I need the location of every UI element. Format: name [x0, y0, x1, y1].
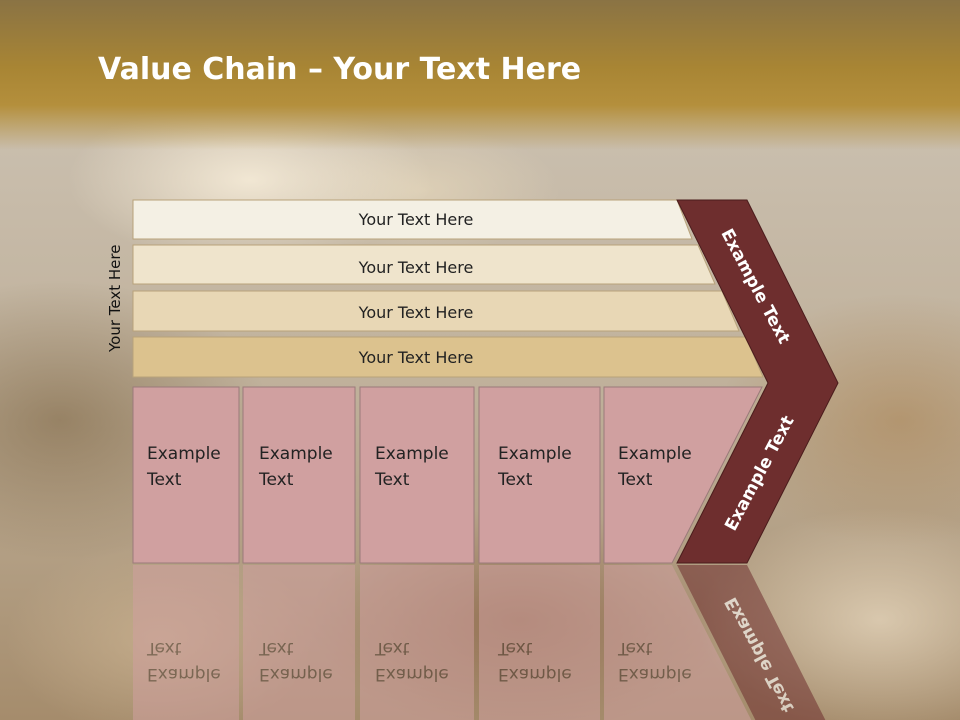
example-box-4-line1: Example — [498, 444, 572, 464]
reflection-text-1b: Text — [146, 638, 182, 658]
reflection-box-5 — [604, 565, 752, 720]
reflection-chevron — [677, 565, 826, 720]
bar-1 — [132, 199, 693, 240]
title-band — [0, 0, 960, 150]
example-box-1-line1: Example — [147, 444, 221, 464]
chevron-arrow — [676, 199, 839, 564]
example-box-3-line1: Example — [375, 444, 449, 464]
example-box-2 — [242, 386, 356, 564]
reflection: Example Text Example Text Example Text E… — [133, 565, 826, 720]
reflection-text-5b: Text — [617, 638, 653, 658]
example-box-2-line2: Text — [258, 470, 294, 490]
reflection-box-2 — [243, 565, 355, 720]
example-box-5-line1: Example — [618, 444, 692, 464]
reflection-text-5a: Example — [618, 664, 692, 684]
example-box-1 — [132, 386, 240, 564]
reflection-text-2a: Example — [259, 664, 333, 684]
example-box-4 — [478, 386, 601, 564]
title-rest: – Your Text Here — [297, 52, 582, 87]
example-box-4-line2: Text — [497, 470, 533, 490]
example-box-3 — [359, 386, 475, 564]
bar-2 — [132, 244, 716, 285]
example-box-5 — [603, 386, 763, 564]
reflection-text-1a: Example — [147, 664, 221, 684]
bar-2-label: Your Text Here — [358, 258, 474, 277]
bar-4-label: Your Text Here — [358, 348, 474, 367]
reflection-text-3a: Example — [375, 664, 449, 684]
reflection-text-4a: Example — [498, 664, 572, 684]
reflection-box-3 — [360, 565, 474, 720]
slide-title: Value Chain – Your Text Here — [98, 52, 581, 87]
reflection-text-2b: Text — [258, 638, 294, 658]
reflection-box-4 — [479, 565, 600, 720]
reflection-text-4b: Text — [497, 638, 533, 658]
bar-1-label: Your Text Here — [358, 210, 474, 229]
example-box-2-line1: Example — [259, 444, 333, 464]
bar-3-label: Your Text Here — [358, 303, 474, 322]
example-box-3-line2: Text — [374, 470, 410, 490]
reflection-box-1 — [133, 565, 239, 720]
title-bold: Value Chain — [98, 52, 298, 87]
example-box-5-line2: Text — [617, 470, 653, 490]
bars-group: Your Text Here Your Text Here Your Text … — [132, 199, 764, 378]
reflection-text-3b: Text — [374, 638, 410, 658]
bar-4 — [132, 336, 764, 378]
example-box-1-line2: Text — [146, 470, 182, 490]
boxes-group: Example Text Example Text Example Text E… — [132, 386, 763, 564]
bar-3 — [132, 290, 740, 332]
